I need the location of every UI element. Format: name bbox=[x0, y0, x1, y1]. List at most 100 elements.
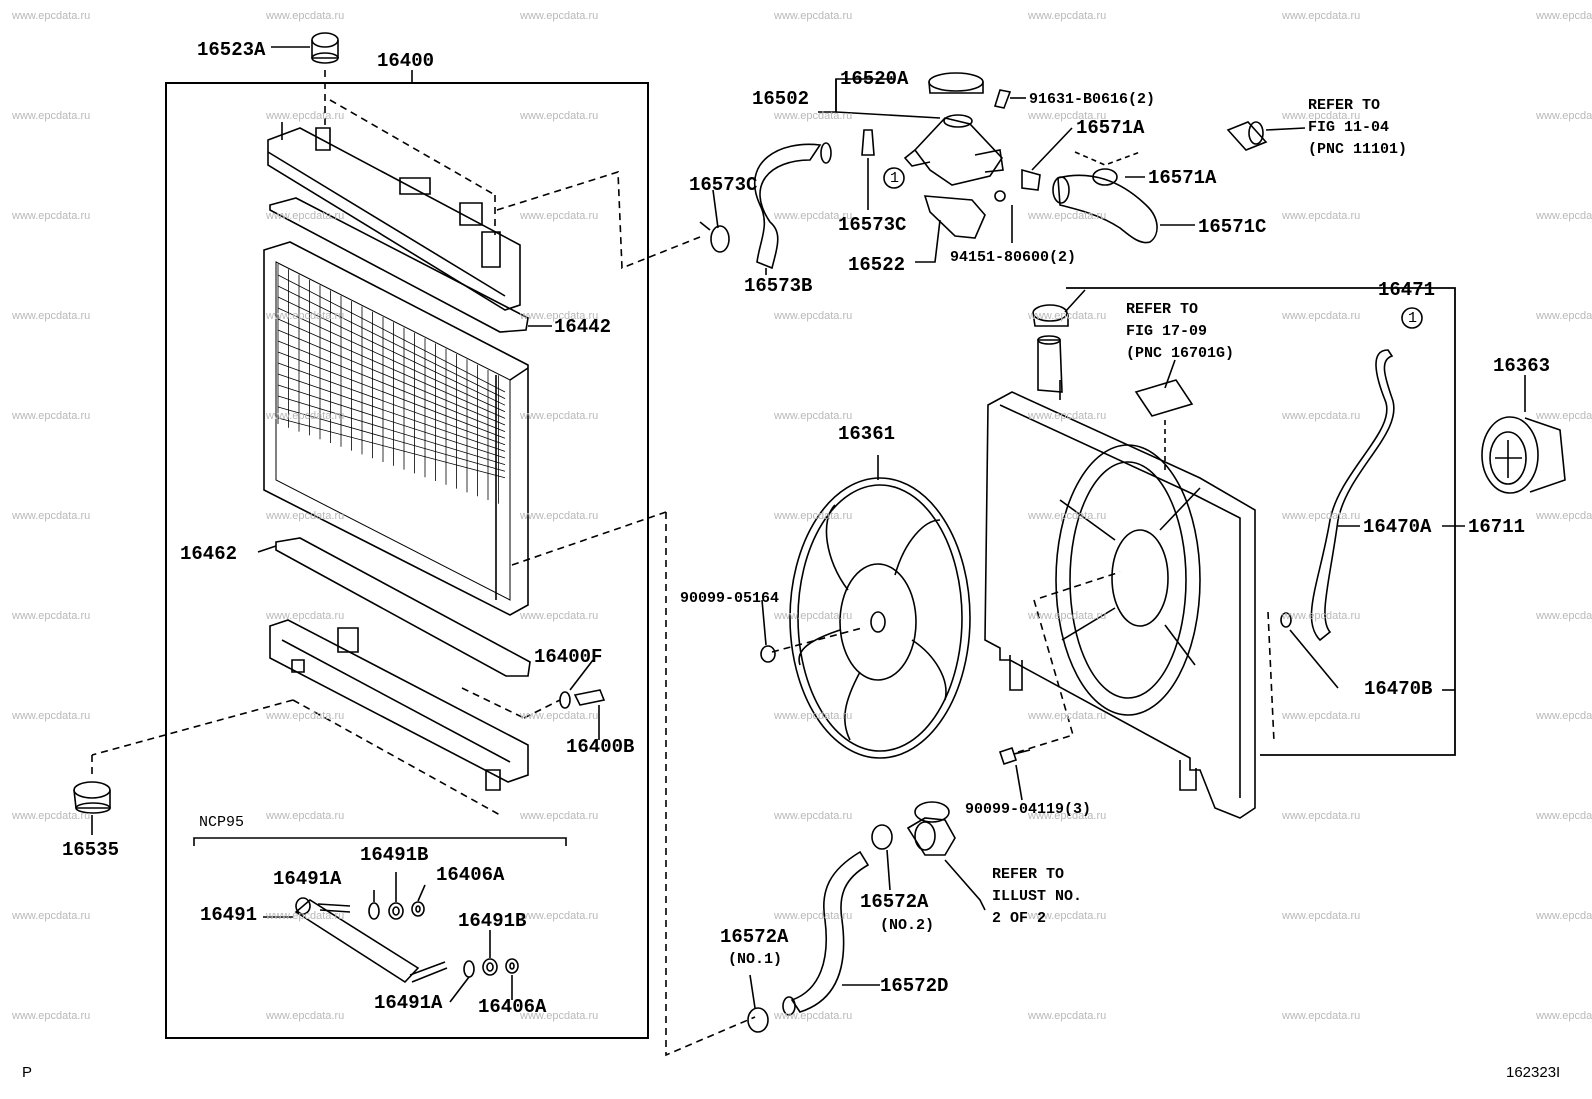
watermark-text: www.epcdata.ru bbox=[520, 410, 599, 422]
leader-16573C-1 bbox=[713, 190, 718, 228]
watermark-text: www.epcdata.ru bbox=[12, 510, 91, 522]
watermark-text: www.epcdata.ru bbox=[520, 10, 599, 22]
watermark-text: www.epcdata.ru bbox=[520, 610, 599, 622]
bolt-91631-drawing bbox=[995, 90, 1026, 108]
watermark-text: www.epcdata.ru bbox=[1282, 210, 1361, 222]
fin-line bbox=[278, 385, 505, 458]
watermark-text: www.epcdata.ru bbox=[1536, 610, 1592, 622]
watermark-text: www.epcdata.ru bbox=[520, 510, 599, 522]
fan-16361-drawing bbox=[790, 478, 970, 758]
drain-cock-plug-drawing bbox=[575, 690, 604, 705]
filler-neck-drawing bbox=[905, 115, 1003, 185]
fin-line bbox=[278, 341, 505, 432]
watermark-text: www.epcdata.ru bbox=[774, 710, 853, 722]
watermark-text: www.epcdata.ru bbox=[266, 510, 345, 522]
label-16462: 16462 bbox=[180, 543, 238, 565]
leader-90099-04119 bbox=[1016, 765, 1022, 800]
label-90099-04119: 90099-04119(3) bbox=[965, 801, 1092, 818]
fin-line bbox=[278, 330, 505, 425]
callout-1b-text: 1 bbox=[1408, 310, 1418, 327]
watermark-text: www.epcdata.ru bbox=[12, 1010, 91, 1022]
watermark-text: www.epcdata.ru bbox=[12, 710, 91, 722]
watermark-text: www.epcdata.ru bbox=[1536, 510, 1592, 522]
watermark-text: www.epcdata.ru bbox=[1282, 110, 1361, 122]
clamp-16572A-no1-drawing bbox=[748, 1008, 768, 1032]
footer-figure-id: 162323I bbox=[1506, 1064, 1561, 1081]
watermark-text: www.epcdata.ru bbox=[1282, 10, 1361, 22]
label-16406A-2: 16406A bbox=[478, 996, 547, 1018]
watermark-text: www.epcdata.ru bbox=[520, 210, 599, 222]
watermark-text: www.epcdata.ru bbox=[1028, 810, 1107, 822]
fin-line bbox=[278, 396, 505, 465]
watermark-text: www.epcdata.ru bbox=[774, 610, 853, 622]
watermark-text: www.epcdata.ru bbox=[774, 910, 853, 922]
watermark-text: www.epcdata.ru bbox=[1536, 10, 1592, 22]
label-16572D: 16572D bbox=[880, 975, 949, 997]
fan-shroud-drawing bbox=[985, 380, 1255, 818]
leader-16462 bbox=[258, 546, 276, 552]
label-16400F: 16400F bbox=[534, 646, 603, 668]
label-16571A-2: 16571A bbox=[1148, 167, 1217, 189]
clip-16573C-drawing bbox=[862, 130, 874, 155]
label-ncp95: NCP95 bbox=[199, 814, 245, 831]
watermark-text: www.epcdata.ru bbox=[1536, 210, 1592, 222]
callout-1a-text: 1 bbox=[890, 170, 900, 187]
clamp-16572A-no2-drawing bbox=[872, 825, 892, 849]
watermark-text: www.epcdata.ru bbox=[1536, 710, 1592, 722]
pipe-11101-drawing bbox=[1228, 122, 1266, 150]
callout-circle-1b bbox=[1402, 308, 1422, 328]
label-16535: 16535 bbox=[62, 839, 120, 861]
leader-16400F bbox=[570, 660, 593, 690]
label-16491A-1: 16491A bbox=[273, 868, 342, 890]
label-16470B: 16470B bbox=[1364, 678, 1433, 700]
watermark-text: www.epcdata.ru bbox=[266, 310, 345, 322]
label-16711: 16711 bbox=[1468, 516, 1526, 538]
watermark-text: www.epcdata.ru bbox=[1028, 310, 1107, 322]
watermark-text: www.epcdata.ru bbox=[266, 710, 345, 722]
leader-16572A-no2 bbox=[887, 850, 890, 890]
watermark-text: www.epcdata.ru bbox=[520, 1010, 599, 1022]
watermark-text: www.epcdata.ru bbox=[1282, 410, 1361, 422]
label-16491B-2: 16491B bbox=[458, 910, 527, 932]
shroud-assembly-frame bbox=[1066, 288, 1455, 755]
watermark-text: www.epcdata.ru bbox=[266, 110, 345, 122]
label-16573B: 16573B bbox=[744, 275, 813, 297]
label-16491B-1: 16491B bbox=[360, 844, 429, 866]
label-16571A-1: 16571A bbox=[1076, 117, 1145, 139]
label-16572A-no2: 16572A bbox=[860, 891, 929, 913]
radiator-cap-16520A-drawing bbox=[929, 73, 983, 93]
watermark-text: www.epcdata.ru bbox=[12, 110, 91, 122]
watermark-text: www.epcdata.ru bbox=[1028, 510, 1107, 522]
watermark-text: www.epcdata.ru bbox=[266, 1010, 345, 1022]
ring-parts-drawing bbox=[369, 902, 518, 977]
watermark-text: www.epcdata.ru bbox=[12, 410, 91, 422]
upper-gasket-drawing bbox=[270, 198, 528, 332]
hose-16571C-end bbox=[1053, 177, 1069, 203]
cushion-16535-drawing bbox=[74, 782, 110, 813]
watermark-text: www.epcdata.ru bbox=[774, 10, 853, 22]
leader-ref-illust bbox=[945, 860, 985, 910]
watermark-text: www.epcdata.ru bbox=[1028, 910, 1107, 922]
watermark-text: www.epcdata.ru bbox=[774, 110, 853, 122]
leader-ref-1709 bbox=[1165, 360, 1175, 388]
leader-16572A-no1 bbox=[750, 975, 755, 1008]
leader-16522 bbox=[915, 220, 940, 262]
watermark-text: www.epcdata.ru bbox=[774, 310, 853, 322]
fin-line bbox=[278, 418, 505, 478]
watermark-text: www.epcdata.ru bbox=[12, 610, 91, 622]
watermark-text: www.epcdata.ru bbox=[520, 110, 599, 122]
label-16400: 16400 bbox=[377, 50, 435, 72]
watermark-text: www.epcdata.ru bbox=[12, 210, 91, 222]
watermark-text: www.epcdata.ru bbox=[1536, 810, 1592, 822]
watermark-text: www.epcdata.ru bbox=[1282, 1010, 1361, 1022]
footer-page-marker: P bbox=[22, 1064, 33, 1081]
label-90099-05164: 90099-05164 bbox=[680, 590, 780, 607]
watermark-text: www.epcdata.ru bbox=[1028, 710, 1107, 722]
label-16572A-no1: 16572A bbox=[720, 926, 789, 948]
label-16471: 16471 bbox=[1378, 279, 1436, 301]
watermark-text: www.epcdata.ru bbox=[1536, 310, 1592, 322]
watermark-text: www.epcdata.ru bbox=[12, 810, 91, 822]
clamp-16470B-drawing bbox=[1281, 613, 1291, 627]
watermark-text: www.epcdata.ru bbox=[1282, 310, 1361, 322]
